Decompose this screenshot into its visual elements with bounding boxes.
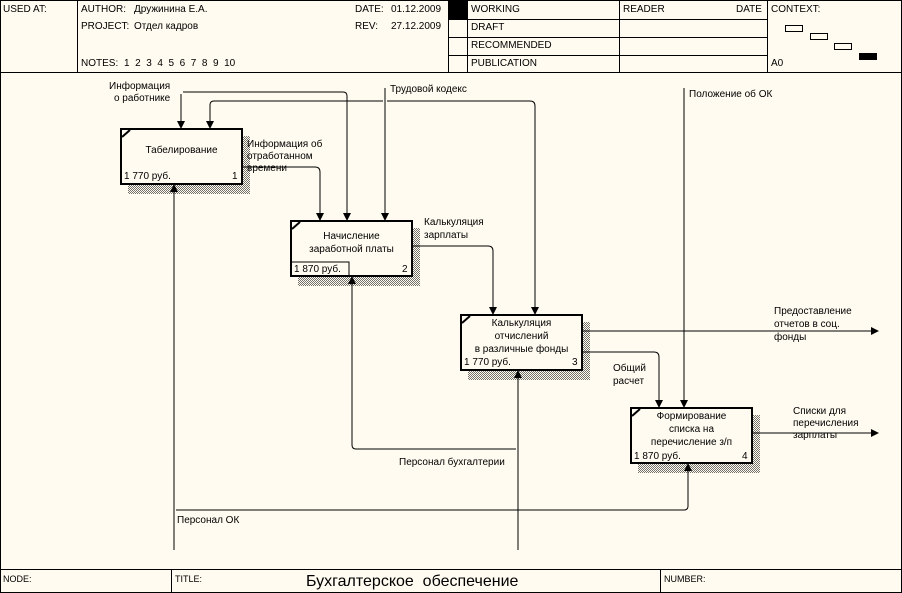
project-label: PROJECT: <box>81 21 130 32</box>
arrow-salary-calc[interactable] <box>412 245 497 315</box>
reader-date-label: DATE <box>736 4 762 15</box>
activity-3-cost: 1 770 руб. <box>464 357 511 368</box>
context-box-1 <box>785 25 803 32</box>
activity-2-cost: 1 870 руб. <box>294 264 341 275</box>
activity-box-2[interactable] <box>290 220 413 277</box>
label-info-worker: Информация о работнике <box>109 81 170 105</box>
activity-3-name-line: Калькуляция <box>491 318 552 329</box>
activity-2-name-line: заработной платы <box>309 244 394 255</box>
label-line: Информация об <box>247 139 323 150</box>
context-label: CONTEXT: <box>771 4 821 15</box>
status-working: WORKING <box>471 4 520 15</box>
label-accounting-staff: Персонал бухгалтерии <box>399 457 505 468</box>
arrow-labor-code-box1[interactable] <box>206 100 383 129</box>
notes-value: 1 2 3 4 5 6 7 8 9 10 <box>124 58 236 69</box>
working-status-indicator <box>449 1 467 19</box>
arrow-accounting-staff-box2[interactable] <box>348 276 516 450</box>
number-label: NUMBER: <box>664 574 706 584</box>
arrow-total-calc[interactable] <box>582 351 663 408</box>
label-line: Информация <box>109 81 171 92</box>
author-label: AUTHOR: <box>81 4 126 15</box>
activity-3-name: Калькуляция отчислений в различные фонды <box>461 317 582 356</box>
label-line: перечисления <box>793 418 859 429</box>
label-worked-time: Информация об отработанном времени <box>247 139 322 175</box>
label-line: Предоставление <box>774 306 852 317</box>
label-line: Списки для <box>793 406 847 417</box>
activity-1-name-line: Табелирование <box>145 145 218 156</box>
label-payment-lists: Списки для перечисления зарплаты <box>793 406 858 442</box>
context-box-current <box>859 53 877 60</box>
activity-box-1[interactable] <box>120 128 243 185</box>
rev-label: REV: <box>355 21 378 32</box>
activity-2-name-line: Начисление <box>323 231 380 242</box>
label-labor-code: Трудовой кодекс <box>390 84 467 95</box>
label-hr-staff: Персонал ОК <box>177 515 240 526</box>
title-label: TITLE: <box>175 574 203 584</box>
activity-1-name: Табелирование <box>121 144 242 157</box>
node-label: NODE: <box>3 574 32 584</box>
activity-3-number: 3 <box>572 357 578 368</box>
author-value: Дружинина Е.А. <box>134 4 208 15</box>
status-draft: DRAFT <box>471 22 505 33</box>
activity-4-name-line: перечисление з/п <box>650 437 733 448</box>
notes-label: NOTES: <box>81 58 119 69</box>
arrow-worked-time[interactable] <box>242 166 324 221</box>
label-line: зарплаты <box>424 230 469 241</box>
label-line: времени <box>247 163 287 174</box>
activity-1-cost: 1 770 руб. <box>124 171 171 182</box>
date-value: 01.12.2009 <box>391 4 442 15</box>
used-at-label: USED AT: <box>3 4 47 15</box>
project-value: Отдел кадров <box>134 21 199 32</box>
arrow-info-worker-box2[interactable] <box>183 91 351 221</box>
rev-value: 27.12.2009 <box>391 21 442 32</box>
label-line: расчет <box>613 376 645 387</box>
diagram-title: Бухгалтерское обеспечение <box>306 573 519 590</box>
status-publication: PUBLICATION <box>471 58 537 69</box>
arrow-hr-staff-box4[interactable] <box>176 463 692 511</box>
activity-3-name-line: в различные фонды <box>474 344 569 355</box>
label-line: Общий <box>613 363 646 374</box>
activity-4-name-line: Формирование <box>656 411 727 422</box>
activity-4-number: 4 <box>742 451 748 462</box>
activity-box-4[interactable] <box>630 407 753 464</box>
label-line: отработанном <box>247 151 313 162</box>
activity-2-number: 2 <box>402 264 408 275</box>
arrow-labor-code-box3[interactable] <box>387 100 539 315</box>
label-regulation-ok: Положение об ОК <box>689 89 773 100</box>
label-line: зарплаты <box>793 430 838 441</box>
activity-4-name: Формирование списка на перечисление з/п <box>631 410 752 449</box>
activity-3-name-line: отчислений <box>494 331 549 342</box>
label-line: Калькуляция <box>424 217 484 228</box>
context-box-3 <box>834 43 852 50</box>
label-line: отчетов в соц. <box>774 319 840 330</box>
label-total-calc: Общий расчет <box>613 362 646 388</box>
label-social-reports: Предоставление отчетов в соц. фонды <box>774 305 852 344</box>
reader-label: READER <box>623 4 665 15</box>
activity-4-cost: 1 870 руб. <box>634 451 681 462</box>
activity-1-number: 1 <box>232 171 238 182</box>
label-salary-calc: Калькуляция зарплаты <box>424 216 484 242</box>
context-box-2 <box>810 33 828 40</box>
activity-4-name-line: списка на <box>668 424 715 435</box>
activity-2-name: Начисление заработной платы <box>291 230 412 256</box>
context-node: A0 <box>771 58 784 69</box>
label-line: фонды <box>774 332 807 343</box>
date-label: DATE: <box>355 4 384 15</box>
activity-box-3[interactable] <box>460 314 583 371</box>
status-recommended: RECOMMENDED <box>471 40 552 51</box>
label-line: о работнике <box>113 93 171 104</box>
